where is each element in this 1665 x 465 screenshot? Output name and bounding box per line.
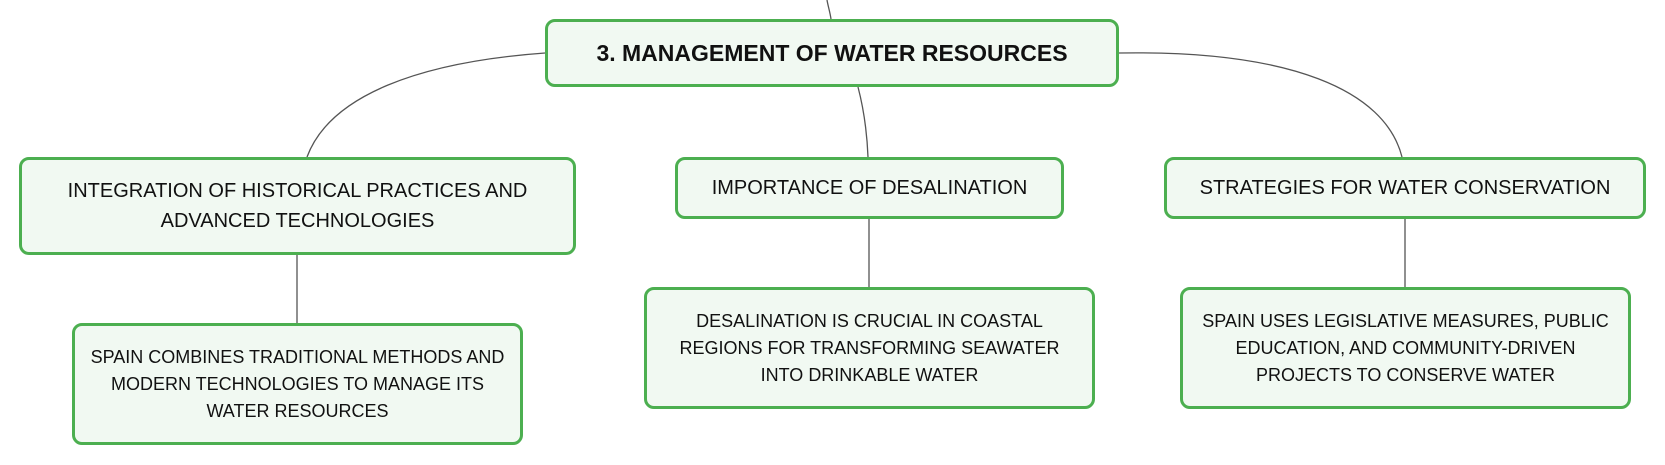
connector-root-to-topic-3 xyxy=(1118,52,1403,158)
detail-node-traditional-modern[interactable]: SPAIN COMBINES TRADITIONAL METHODS AND M… xyxy=(72,323,523,445)
detail-node-coastal-desalination[interactable]: DESALINATION IS CRUCIAL IN COASTAL REGIO… xyxy=(644,287,1095,409)
topic-node-desalination[interactable]: IMPORTANCE OF DESALINATION xyxy=(675,157,1064,219)
root-node-label: 3. MANAGEMENT OF WATER RESOURCES xyxy=(596,39,1068,66)
topic-node-label: INTEGRATION OF HISTORICAL PRACTICES AND … xyxy=(67,180,528,232)
topic-node-label: STRATEGIES FOR WATER CONSERVATION xyxy=(1199,177,1611,199)
detail-node-label: DESALINATION IS CRUCIAL IN COASTAL REGIO… xyxy=(679,310,1060,385)
topic-node-historical-integration[interactable]: INTEGRATION OF HISTORICAL PRACTICES AND … xyxy=(19,157,576,255)
detail-node-legislative-measures[interactable]: SPAIN USES LEGISLATIVE MEASURES, PUBLIC … xyxy=(1180,287,1631,409)
root-node[interactable]: 3. MANAGEMENT OF WATER RESOURCES xyxy=(545,19,1119,87)
detail-node-label: SPAIN USES LEGISLATIVE MEASURES, PUBLIC … xyxy=(1202,310,1609,385)
topic-node-conservation-strategies[interactable]: STRATEGIES FOR WATER CONSERVATION xyxy=(1164,157,1646,219)
detail-node-label: SPAIN COMBINES TRADITIONAL METHODS AND M… xyxy=(90,346,505,421)
connector-root-to-topic-1 xyxy=(306,52,546,158)
topic-node-label: IMPORTANCE OF DESALINATION xyxy=(711,177,1028,199)
connector-root-to-topic-2 xyxy=(857,86,869,158)
connector-parent-to-root xyxy=(826,0,832,20)
